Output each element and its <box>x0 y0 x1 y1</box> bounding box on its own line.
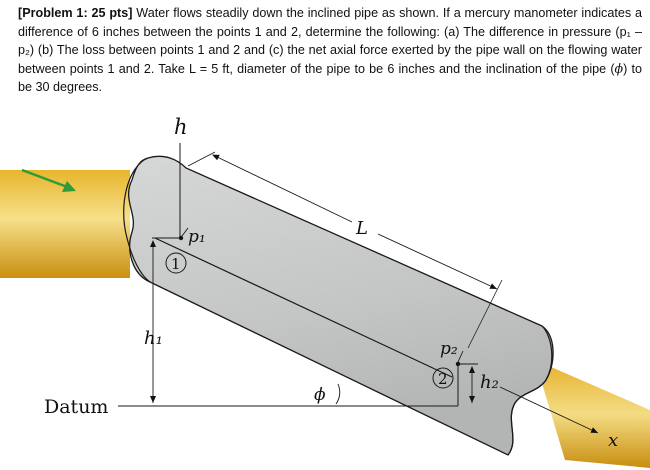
label-h: h <box>174 115 188 139</box>
x-axis-line <box>499 386 599 434</box>
problem-text-end: ) to be 30 degrees. <box>18 61 642 95</box>
problem-text: Water flows steadily down the inclined p… <box>18 6 642 76</box>
p2-leader <box>457 350 464 363</box>
problem-statement: [Problem 1: 25 pts] Water flows steadily… <box>18 4 642 97</box>
label-h1: h₁ <box>144 328 163 349</box>
label-point2: 2 <box>438 370 448 388</box>
label-x: x <box>608 430 618 451</box>
flow-arrow-icon <box>21 168 71 190</box>
L-dimension-line-b <box>377 233 498 290</box>
pipe-left-end <box>123 157 151 283</box>
p1-leader <box>181 227 189 237</box>
phi-angle-arc <box>335 383 341 405</box>
label-datum: Datum <box>44 396 108 418</box>
water-stub-right <box>535 360 650 468</box>
label-phi: ϕ <box>314 385 326 405</box>
flow-arrow-head-icon <box>62 181 76 192</box>
point2-marker <box>432 367 454 389</box>
p1-dot <box>178 235 184 241</box>
point1-marker <box>165 252 187 274</box>
label-p1: p₁ <box>188 227 206 247</box>
phi-symbol-text: ϕ <box>614 60 624 76</box>
water-stub-left <box>0 170 130 278</box>
label-L: L <box>355 218 368 239</box>
L-dimension-line-a <box>212 154 353 223</box>
L-extension-top <box>187 151 216 167</box>
pipe-right-end <box>507 325 553 456</box>
label-point1: 1 <box>171 255 181 273</box>
problem-heading: [Problem 1: 25 pts] <box>18 6 133 20</box>
label-h2: h₂ <box>480 372 499 393</box>
label-p2: p₂ <box>440 339 458 359</box>
pipe-centerline <box>154 237 453 378</box>
L-extension-bottom <box>467 279 503 349</box>
